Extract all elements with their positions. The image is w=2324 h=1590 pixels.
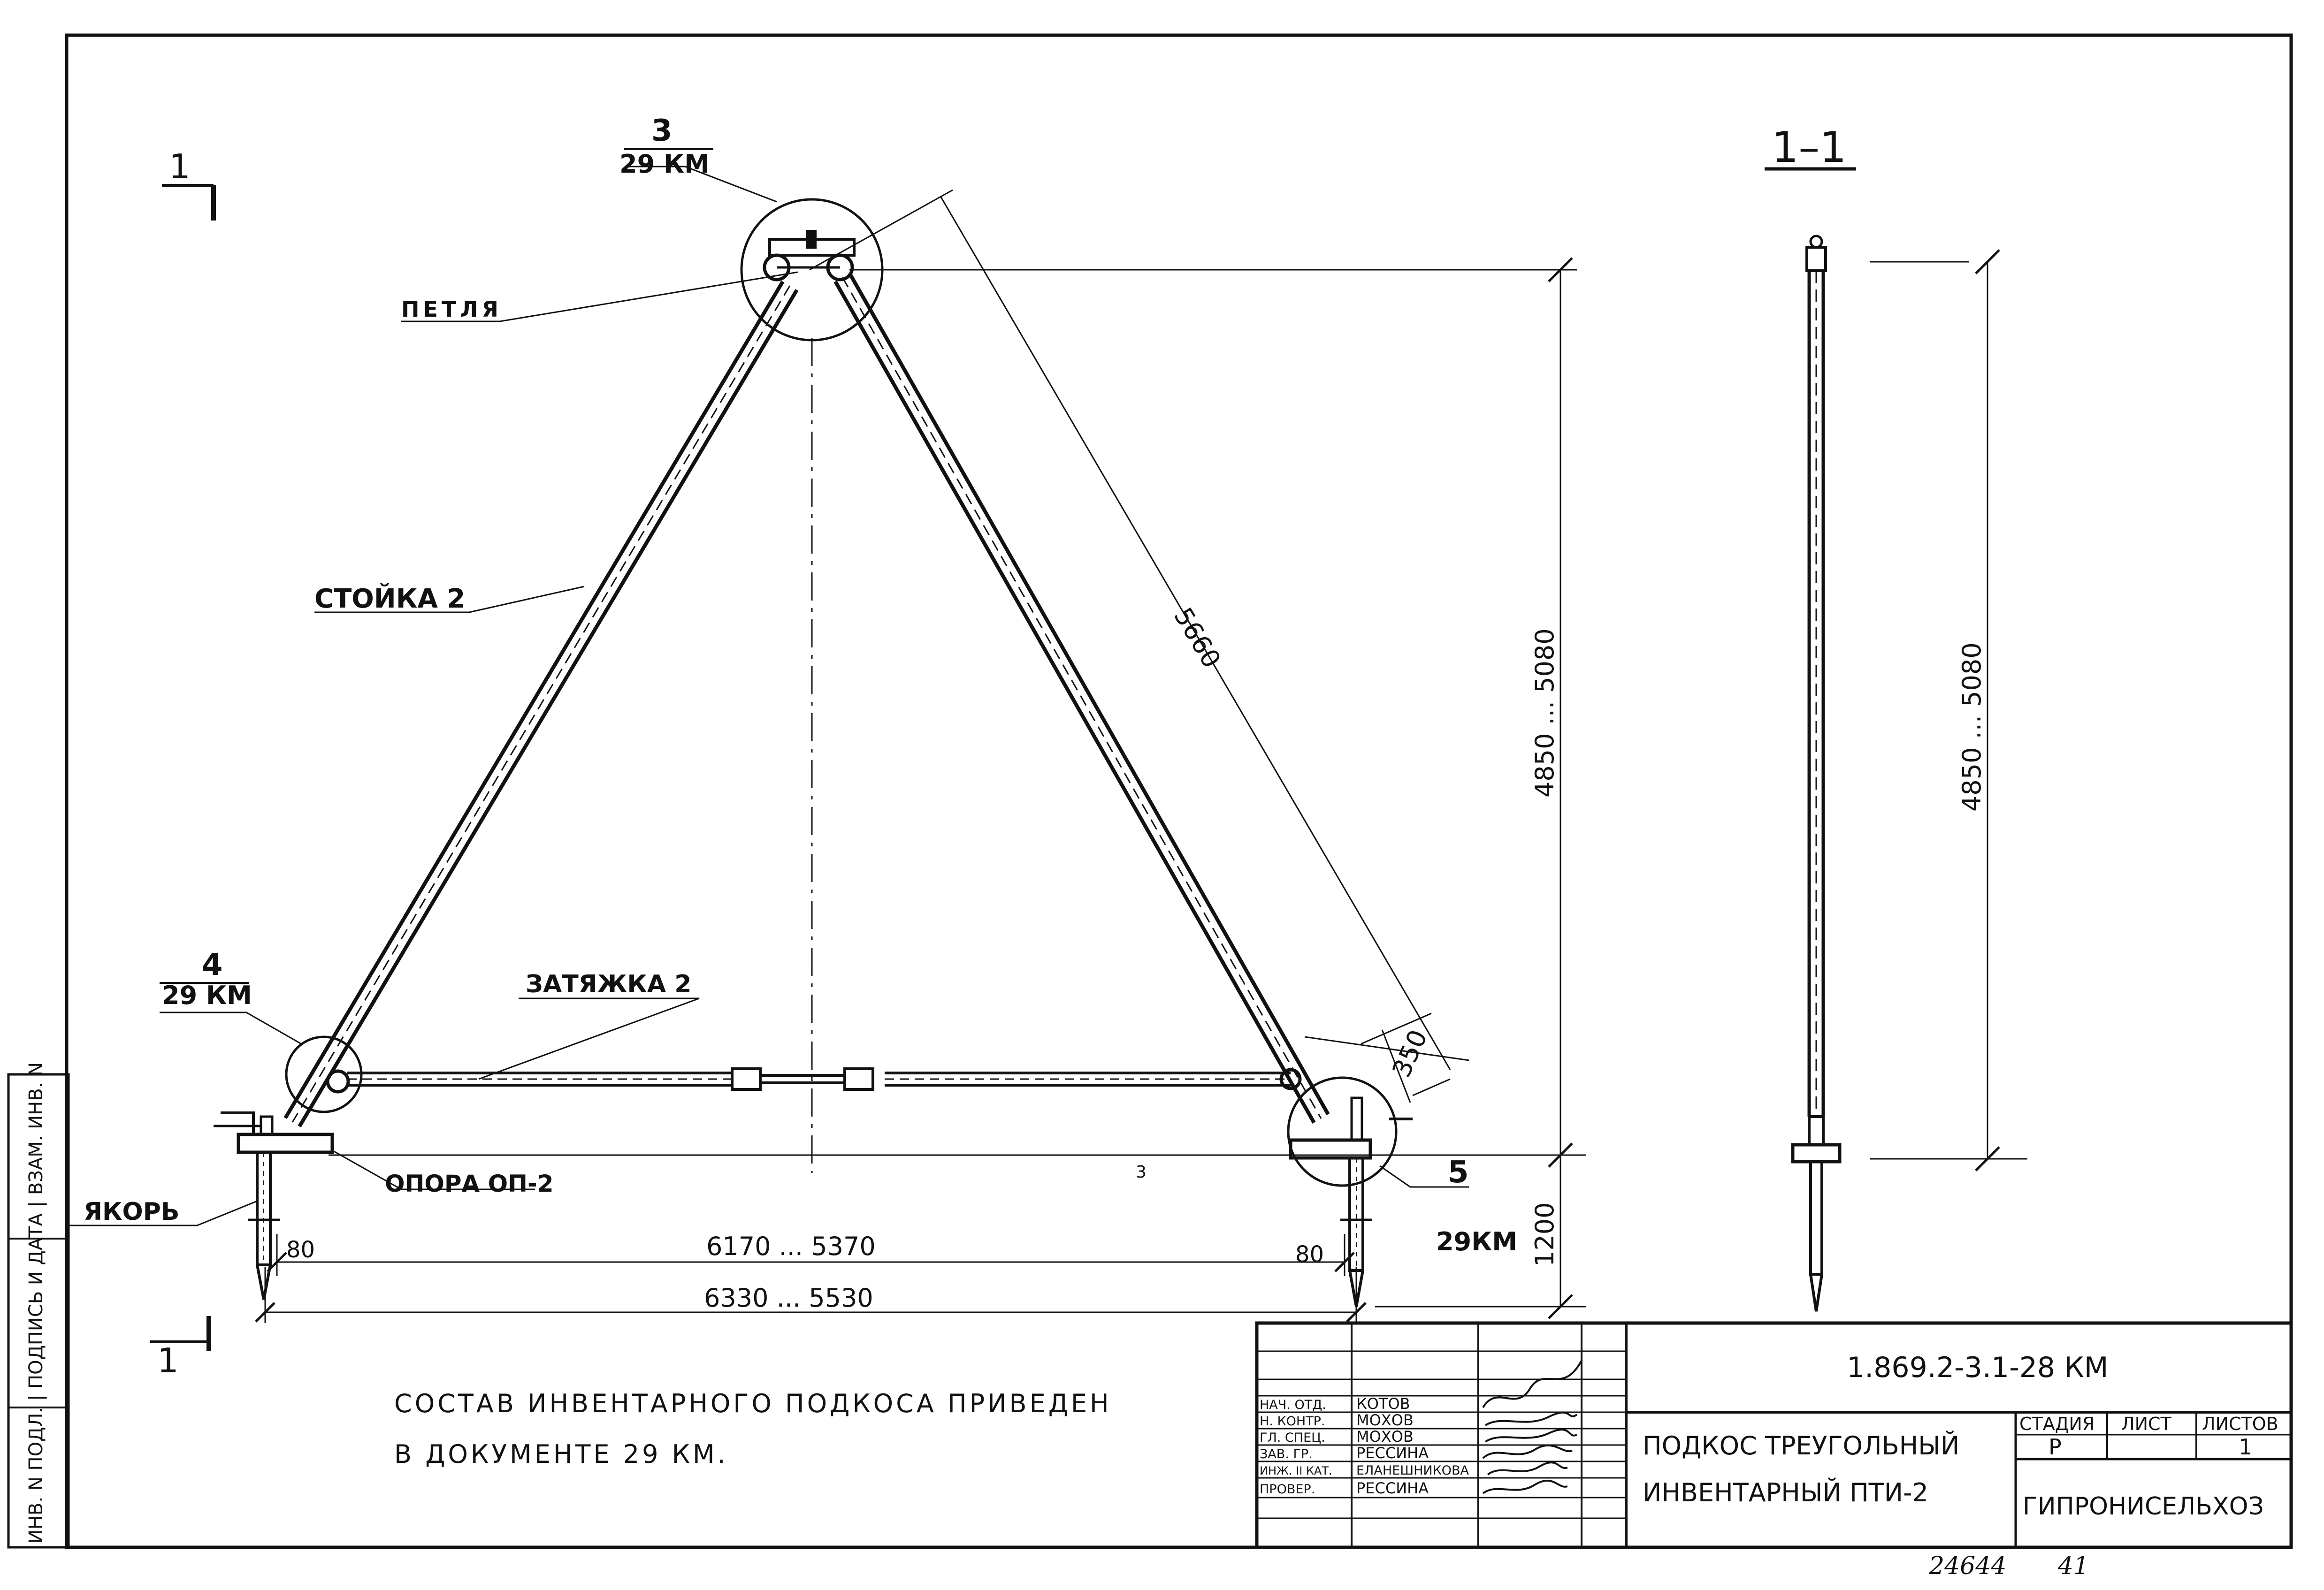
section-view: 1–1: [1765, 123, 1856, 1312]
side-stamp: ИНВ. N ПОДЛ. | ПОДПИСЬ И ДАТА | ВЗАМ. ИН…: [7, 1062, 70, 1549]
dimension-lines: [255, 189, 2027, 1323]
leader-lines: [66, 166, 1469, 1226]
name-3: МОХОВ: [1356, 1428, 1414, 1445]
dim-inner-span: 6170 ... 5370: [706, 1232, 876, 1261]
callout-left-doc: 29 КМ: [162, 981, 252, 1010]
page-number: 41: [2057, 1552, 2089, 1580]
section-mark-top: 1: [162, 147, 216, 221]
callout-loop: ПЕТЛЯ: [401, 297, 502, 322]
callout-anchor: ЯКОРЬ: [84, 1198, 180, 1226]
callout-tie: ЗАТЯЖКА 2: [526, 970, 691, 998]
dim-edge-right: 80: [1295, 1241, 1324, 1268]
organization: ГИПРОНИСЕЛЬХОЗ: [2023, 1492, 2264, 1521]
name-1: КОТОВ: [1356, 1395, 1410, 1413]
dim-outer-span: 6330 ... 5530: [704, 1283, 873, 1313]
name-6: РЕССИНА: [1356, 1479, 1429, 1497]
callout-right-number: 5: [1448, 1155, 1469, 1190]
callout-top-number: 3: [651, 114, 673, 148]
doc-code: 1.869.2-3.1-28 КМ: [1847, 1351, 2109, 1384]
dim-diagonal: 5660: [1168, 602, 1227, 673]
right-joint: [1279, 1068, 1398, 1187]
note-line-2: В ДОКУМЕНТЕ 29 КМ.: [394, 1439, 728, 1469]
note-line-1: СОСТАВ ИНВЕНТАРНОГО ПОДКОСА ПРИВЕДЕН: [394, 1389, 1112, 1418]
callout-labels: 3 29 КМ ПЕТЛЯ СТОЙКА 2 ЗАТЯЖКА 2 4 29 КМ…: [84, 114, 1517, 1256]
dimension-labels: 5660 4850 ... 5080 350 1200 80 6170 ... …: [286, 602, 1987, 1313]
triangle-frame: [214, 198, 1413, 1307]
tie-rod: [347, 1067, 1291, 1091]
section-mark-top-label: 1: [169, 147, 191, 186]
section-title: 1–1: [1772, 123, 1847, 172]
anchor-left: [248, 1151, 280, 1300]
drawing-title-line-1: ПОДКОС ТРЕУГОЛЬНЫЙ: [1643, 1431, 1959, 1461]
role-4: ЗАВ. ГР.: [1260, 1447, 1313, 1461]
section-mark-bottom: 1: [150, 1316, 211, 1380]
role-6: ПРОВЕР.: [1260, 1482, 1315, 1497]
role-5: ИНЖ. II КАТ.: [1260, 1464, 1332, 1477]
name-5: ЕЛАНЕШНИКОВА: [1356, 1463, 1469, 1478]
support-left: [214, 1111, 334, 1154]
role-3: ГЛ. СПЕЦ.: [1260, 1430, 1325, 1445]
name-2: МОХОВ: [1356, 1411, 1414, 1429]
title-block: 1.869.2-3.1-28 КМ ПОДКОС ТРЕУГОЛЬНЫЙ ИНВ…: [1255, 1321, 2293, 1549]
strut-right: [833, 272, 1330, 1124]
signatures: [1482, 1360, 1582, 1494]
dim-height: 4850 ... 5080: [1530, 628, 1560, 798]
stage-value: Р: [2049, 1434, 2062, 1460]
stage-header: СТАДИЯ: [2019, 1414, 2095, 1434]
callout-left-number: 4: [202, 948, 223, 982]
drawing-title-line-2: ИНВЕНТАРНЫЙ ПТИ-2: [1643, 1478, 1928, 1507]
dim-offset: 350: [1386, 1025, 1433, 1081]
strut-left: [283, 280, 799, 1128]
name-4: РЕССИНА: [1356, 1444, 1429, 1462]
inventory-number: 24644: [1928, 1552, 2006, 1580]
side-stamp-text: ИНВ. N ПОДЛ. | ПОДПИСЬ И ДАТА | ВЗАМ. ИН…: [25, 1062, 47, 1544]
sheets-header: ЛИСТОВ: [2202, 1414, 2278, 1434]
role-2: Н. КОНТР.: [1260, 1414, 1325, 1429]
callout-top-doc: 29 КМ: [619, 149, 710, 179]
callout-support: ОПОРА ОП-2: [385, 1170, 554, 1197]
sheet-header: ЛИСТ: [2121, 1414, 2172, 1434]
callout-strut: СТОЙКА 2: [314, 583, 465, 614]
sheet-frame: [65, 33, 2293, 1549]
dim-section-height: 4850 ... 5080: [1957, 642, 1987, 812]
callout-right-doc: 29КМ: [1436, 1227, 1517, 1256]
section-mark-bottom-label: 1: [157, 1341, 179, 1380]
dim-anchor-depth: 1200: [1530, 1202, 1560, 1267]
stray-mark: 3: [1136, 1163, 1147, 1182]
left-joint: [285, 1035, 363, 1113]
sheets-value: 1: [2239, 1434, 2252, 1460]
support-right: [1289, 1096, 1413, 1160]
dim-edge-left: 80: [286, 1237, 315, 1263]
role-1: НАЧ. ОТД.: [1260, 1398, 1326, 1412]
